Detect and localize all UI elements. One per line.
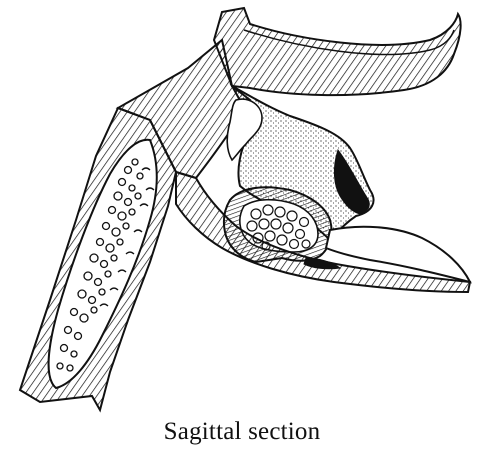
sagittal-section-illustration <box>0 0 484 420</box>
figure-caption: Sagittal section <box>0 418 484 446</box>
